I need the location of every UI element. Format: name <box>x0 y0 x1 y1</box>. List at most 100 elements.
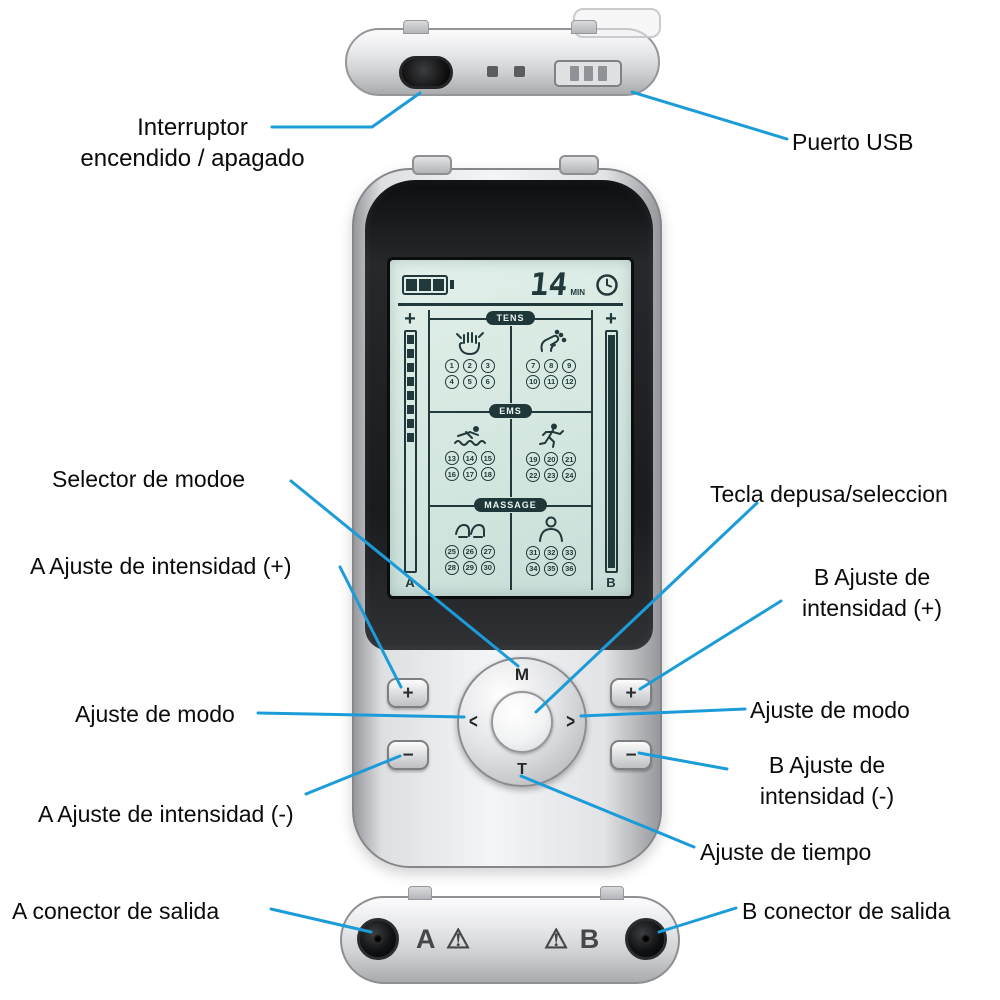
battery-icon <box>402 275 454 295</box>
mode-number: 8 <box>544 359 559 373</box>
usb-port <box>554 60 622 87</box>
b-output-jack <box>625 918 667 960</box>
power-switch-nub <box>412 155 452 175</box>
section-title: TENS <box>486 311 535 325</box>
mode-number: 3 <box>480 359 495 373</box>
timer-display: 14 MIN <box>528 266 585 303</box>
label-a-intensity-plus: A Ajuste de intensidad (+) <box>30 553 292 579</box>
dot <box>487 66 498 77</box>
mode-number: 5 <box>462 375 477 389</box>
section-title: MASSAGE <box>474 497 547 512</box>
tens-hand-icon <box>455 332 484 355</box>
clock-icon <box>596 274 618 296</box>
mode-number: 18 <box>480 467 495 482</box>
label-select-key: Tecla depusa/seleccion <box>710 481 948 507</box>
mode-selector-key: M <box>514 665 530 684</box>
mode-number: 7 <box>526 359 541 373</box>
mode-number: 12 <box>562 375 577 389</box>
bottom-tab-right <box>600 886 624 900</box>
mode-number: 27 <box>480 544 495 559</box>
intensity-bar-b <box>604 330 618 573</box>
time-key: T <box>517 761 527 778</box>
bottom-tab-left <box>408 886 432 900</box>
label-b-output: B conector de salida <box>742 898 951 924</box>
dot <box>514 66 525 77</box>
mode-number: 29 <box>462 560 477 575</box>
nav-ring: M T < > <box>457 657 587 787</box>
mode-number: 14 <box>462 451 477 466</box>
mode-number: 36 <box>562 561 577 576</box>
mode-number: 24 <box>562 468 577 483</box>
label-mode-selector: Selector de modoe <box>52 466 246 492</box>
label-mode-adjust-right: Ajuste de modo <box>750 697 910 723</box>
label-mode-adjust-left: Ajuste de modo <box>75 701 235 727</box>
status-row: 14 MIN <box>390 260 631 303</box>
channel-b-label: B <box>606 575 616 590</box>
mode-number: 19 <box>526 452 541 467</box>
ems-runner-icon <box>539 423 565 449</box>
mode-number: 34 <box>526 561 541 576</box>
a-intensity-minus-button: − <box>387 740 429 770</box>
mode-number: 2 <box>462 359 477 373</box>
usb-pin <box>569 66 579 81</box>
massage-hands-icon <box>454 523 485 538</box>
top-tab-right <box>571 20 597 34</box>
intensity-bar-a <box>403 330 417 573</box>
power-switch <box>399 56 453 89</box>
mode-number: 25 <box>444 544 459 559</box>
rail-b-plus: + <box>605 308 617 330</box>
timer-unit: MIN <box>570 287 585 297</box>
mode-number: 20 <box>544 452 559 467</box>
label-b-intensity-minus: B Ajuste de intensidad (-) <box>759 752 895 809</box>
label-a-output: A conector de salida <box>12 898 220 924</box>
section-title: EMS <box>489 404 532 419</box>
mode-number: 16 <box>444 467 459 482</box>
lcd-screen: 14 MIN + A <box>387 257 634 599</box>
tens-pinch-hand-icon <box>540 329 567 352</box>
label-power-switch: Interruptor encendido / apagado <box>80 114 305 172</box>
timer-value: 14 <box>528 266 570 303</box>
select-button <box>491 691 553 753</box>
intensity-rail-b: + B <box>597 308 625 590</box>
mode-number: 32 <box>544 545 559 560</box>
device-bottom-view: A ⚠ ⚠ B <box>340 886 680 984</box>
mode-number: 35 <box>544 561 559 576</box>
channel-a-label: A <box>405 575 415 590</box>
line-usb <box>630 90 789 141</box>
usb-pin <box>597 66 607 81</box>
mode-number: 31 <box>526 545 541 560</box>
mode-number: 10 <box>526 375 541 389</box>
b-jack-label: ⚠ B <box>544 924 602 954</box>
indicator-dots <box>487 66 525 77</box>
mode-number: 13 <box>444 451 459 466</box>
massage-back-icon <box>539 516 564 542</box>
mode-number: 23 <box>544 468 559 483</box>
device-front-view: 14 MIN + A <box>352 155 662 868</box>
b-intensity-minus-button: − <box>610 740 652 770</box>
mode-number: 1 <box>444 359 459 373</box>
top-nub-right <box>559 155 599 175</box>
mode-number: 6 <box>480 375 495 389</box>
a-jack-label: A ⚠ <box>416 924 473 954</box>
mode-number: 33 <box>562 545 577 560</box>
a-intensity-plus-button: + <box>387 678 429 708</box>
usb-pin <box>583 66 593 81</box>
top-tab-left <box>403 20 429 34</box>
mode-number: 9 <box>562 359 577 373</box>
